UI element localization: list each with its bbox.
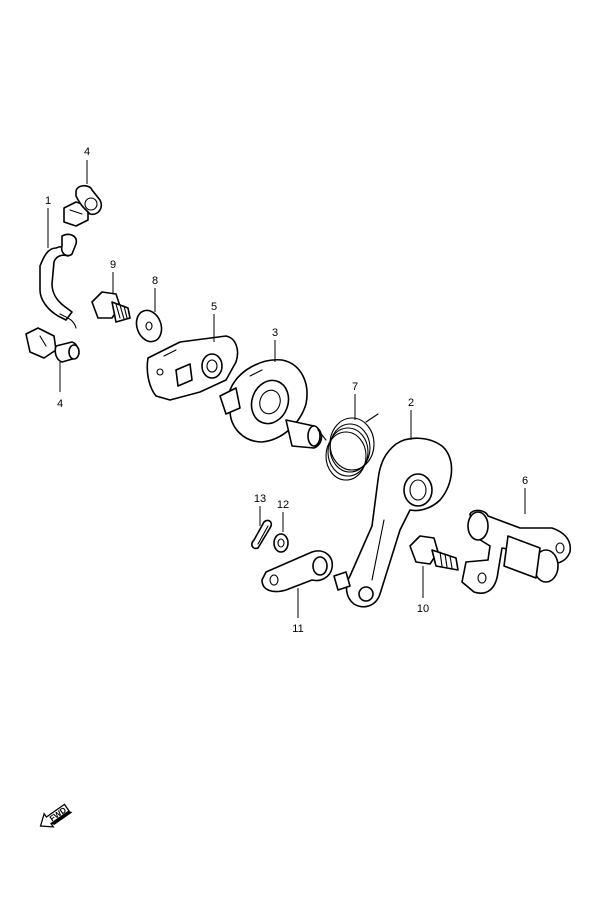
part-4-clip-top xyxy=(63,184,103,227)
part-12-washer xyxy=(273,533,289,553)
callout-6: 6 xyxy=(522,475,528,487)
fwd-arrow-icon: FWD xyxy=(39,803,73,828)
callout-2: 2 xyxy=(408,397,414,409)
part-10-bolt xyxy=(409,535,459,571)
callout-13: 13 xyxy=(254,493,266,505)
callout-3: 3 xyxy=(272,327,278,339)
callout-5: 5 xyxy=(211,301,217,313)
callout-4-top: 4 xyxy=(84,146,90,158)
part-1-hose xyxy=(39,233,78,329)
callout-numbers: 4 1 4 9 8 5 3 7 2 6 13 12 11 10 xyxy=(45,146,528,635)
callout-1: 1 xyxy=(45,195,51,207)
leader-lines xyxy=(47,160,526,618)
callout-8: 8 xyxy=(152,275,158,287)
part-7-spring xyxy=(317,413,379,481)
callout-10: 10 xyxy=(417,603,429,615)
callout-12: 12 xyxy=(277,499,289,511)
part-11-link xyxy=(261,550,334,593)
part-6-bracket xyxy=(461,509,572,594)
callout-7: 7 xyxy=(352,381,358,393)
callout-11: 11 xyxy=(292,623,303,635)
part-13-cotter-pin xyxy=(251,519,273,550)
part-9-bolt xyxy=(91,291,131,323)
part-3-cam xyxy=(219,359,323,449)
part-2-lever xyxy=(333,437,453,608)
callout-4-bottom: 4 xyxy=(57,398,63,410)
part-8-washer xyxy=(135,309,163,343)
part-4-clip-bottom xyxy=(25,327,80,363)
callout-9: 9 xyxy=(110,259,116,271)
part-5-plate xyxy=(146,335,239,401)
